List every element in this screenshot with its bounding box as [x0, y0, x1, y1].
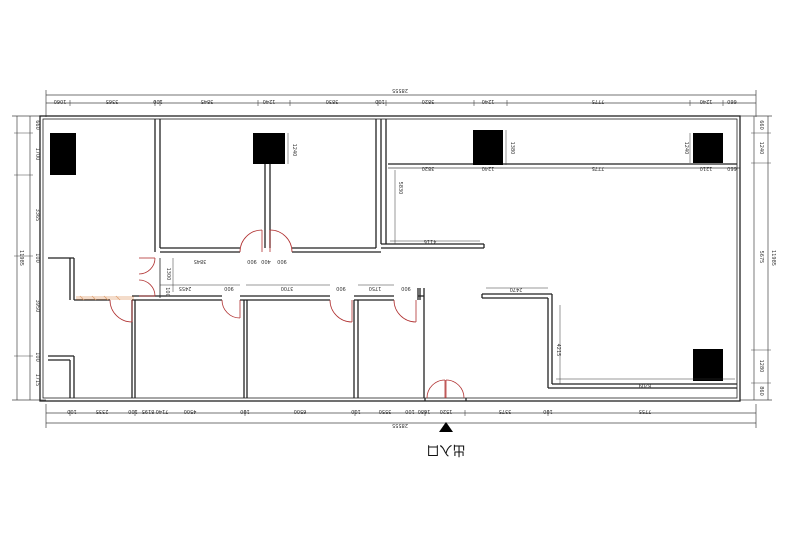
dim-text: 100: [375, 98, 385, 104]
dim-text: 4215: [555, 344, 561, 357]
dim-text: 900: [401, 285, 411, 291]
top-dimension-texts: 28555 1060 3365 100 3845 1240 3830 100 3…: [54, 87, 737, 104]
dim-text: 1240: [482, 98, 495, 104]
dim-text: 900: [336, 285, 346, 291]
dim-text: 1240: [291, 144, 297, 157]
dim-text: 100: [34, 352, 40, 362]
dim-text: 3950: [34, 300, 40, 313]
dim-text: 1715: [34, 374, 40, 387]
dim-text: 1680: [418, 408, 431, 414]
doors: [109, 229, 465, 399]
dim-text: 900: [247, 258, 257, 264]
dim-text: 1240: [482, 165, 495, 171]
dim-text: 100: [128, 408, 138, 414]
dim-text: 3365: [34, 209, 40, 222]
block-dimension-brackets: [160, 130, 735, 384]
dim-text: 2455: [179, 285, 192, 291]
dim-text: 1380: [509, 142, 515, 155]
interior-dimension-texts: 1240 1380 1240 3845 900 400 900 4116 583…: [164, 142, 689, 388]
dim-text: 3845: [201, 98, 214, 104]
dim-text: 900: [224, 285, 234, 291]
dim-text: 7140: [156, 408, 169, 414]
dim-text: 2470: [510, 286, 523, 292]
dim-text: 8209: [639, 382, 652, 388]
dim-text: 1700: [34, 148, 40, 161]
dim-text: 3830: [326, 98, 339, 104]
dim-text: 1240: [700, 98, 713, 104]
dim-text: 4500: [184, 408, 197, 414]
entrance-label: 出入口: [426, 442, 465, 457]
dimension-lines: [12, 90, 772, 428]
dim-text: 1520: [440, 408, 453, 414]
left-dimension-texts: 11985 660 1700 3365 100 3950 100 1715: [18, 120, 40, 386]
dim-text: 1280: [758, 360, 764, 373]
dim-text: 3700: [281, 285, 294, 291]
dim-text: 3820: [422, 98, 435, 104]
dim-text: 660: [758, 120, 764, 130]
dim-text: 1240: [758, 142, 764, 155]
entrance-arrow-icon: [439, 422, 453, 432]
dim-text: 3550: [379, 408, 392, 414]
dim-text: 100: [164, 287, 170, 297]
dim-text: 1210: [700, 165, 713, 171]
dim-text: 11985: [18, 250, 24, 266]
bottom-dimension-texts: 100 2335 100 8195 7140 4500 100 6500 100…: [67, 408, 651, 428]
dim-text: 100: [351, 408, 361, 414]
dim-text: 1240: [263, 98, 276, 104]
dim-text: 5830: [397, 182, 403, 195]
dim-text: 28555: [392, 87, 408, 93]
dim-text: 11985: [770, 250, 776, 266]
dim-text: 7775: [592, 98, 605, 104]
entrance-marker: 出入口: [426, 422, 466, 457]
dim-text: 3820: [422, 165, 435, 171]
dim-text: 6500: [294, 408, 307, 414]
column-block: [253, 133, 285, 164]
dim-text: 3845: [194, 258, 207, 264]
dim-text: 100: [153, 98, 163, 104]
dim-text: 100: [67, 408, 77, 414]
columns: [50, 130, 723, 381]
dim-text: 1060: [54, 98, 67, 104]
walls: [39, 115, 741, 402]
dim-text: 660: [727, 98, 737, 104]
dim-text: 2335: [96, 408, 109, 414]
right-dimension-texts: 11985 660 1240 5675 1280 860: [758, 120, 776, 396]
dim-text: 100: [405, 408, 415, 414]
inner-dimension-texts: 3820 1240 7775 1210 660: [422, 165, 737, 171]
dim-text: 3365: [106, 98, 119, 104]
dim-text: 400: [261, 258, 271, 264]
dim-text: 7755: [639, 408, 652, 414]
dim-text: 100: [240, 408, 250, 414]
dim-text: 660: [727, 165, 737, 171]
column-block: [693, 349, 723, 381]
dim-text: 3375: [499, 408, 512, 414]
dim-text: 660: [34, 120, 40, 130]
dim-text: 1240: [683, 142, 689, 155]
column-block: [693, 133, 723, 163]
column-block: [473, 130, 503, 165]
column-block: [50, 133, 76, 175]
dim-text: 100: [543, 408, 553, 414]
dim-text: 860: [758, 386, 764, 396]
dim-text: 100: [34, 253, 40, 263]
dim-text: 28555: [392, 422, 408, 428]
dim-text: 7775: [592, 165, 605, 171]
glass-partition: [76, 295, 134, 301]
dim-text: 1750: [369, 285, 382, 291]
dim-text: 900: [277, 258, 287, 264]
dim-text: 5675: [758, 251, 764, 264]
dim-text: 8195: [142, 408, 155, 414]
dim-text: 1300: [165, 268, 171, 281]
dim-text: 4116: [424, 238, 437, 244]
